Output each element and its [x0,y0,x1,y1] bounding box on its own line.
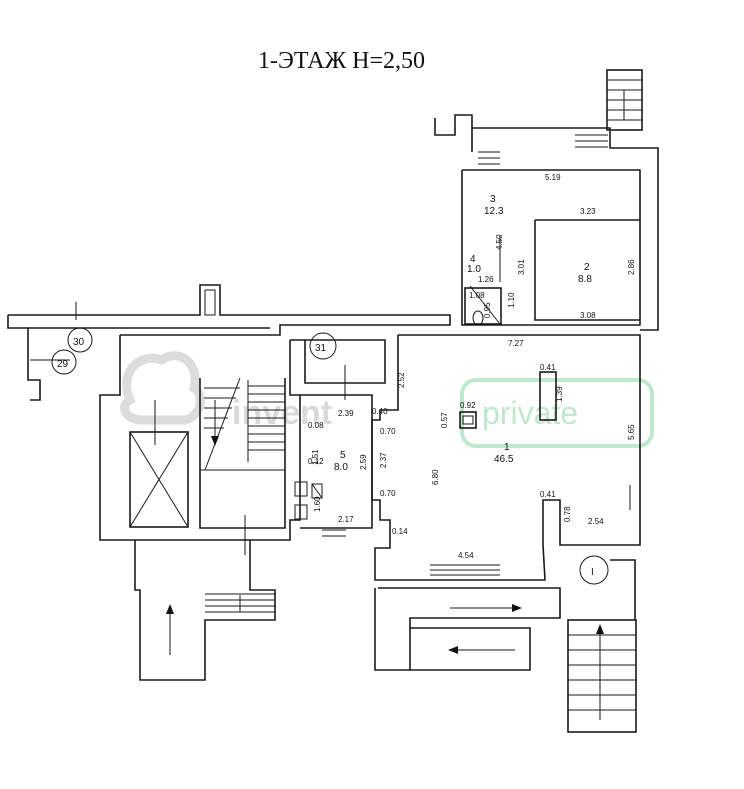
dim-057: 0.57 [440,412,449,428]
marker-30: 30 [67,327,93,353]
column-092 [459,411,477,429]
dim-727: 7.27 [508,339,524,348]
bottom-ramps [374,559,637,733]
svg-text:1: 1 [504,442,510,453]
marker-29: 29 [51,349,77,375]
room-5-walls [290,339,386,537]
dim-160: 1.60 [313,496,322,512]
marker-31: 31 [309,332,337,360]
dimension-labels: 5.19 3.23 4.50 3.01 2.86 3.08 1.08 1.26 … [308,173,636,560]
column-139 [539,371,557,421]
stair-left [204,377,285,471]
svg-text:I: I [591,567,594,578]
elevator-shaft [129,431,189,528]
svg-text:2: 2 [584,262,590,273]
dim-323: 3.23 [580,207,596,216]
room-label-4: 4 1.0 [467,254,481,275]
dim-095: 0.95 [483,302,492,318]
dim-286: 2.86 [627,259,636,275]
dim-308: 3.08 [580,311,596,320]
dim-041b: 0.41 [540,490,556,499]
dim-070a: 0.70 [380,427,396,436]
lower-left-entrance [134,540,276,681]
room-label-1: 1 46.5 [494,442,514,465]
dim-239: 2.39 [338,409,354,418]
dim-126: 1.26 [478,275,494,284]
dim-259: 2.59 [359,454,368,470]
plan-title: 1-ЭТАЖ H=2,50 [258,48,425,74]
dim-078: 0.78 [563,506,572,522]
svg-text:46.5: 46.5 [494,454,514,465]
dim-565: 5.65 [627,424,636,440]
stair-bottom-right [567,619,637,733]
svg-text:5: 5 [340,450,346,461]
svg-text:1.0: 1.0 [467,264,481,275]
dim-217: 2.17 [338,515,354,524]
dim-092: 0.92 [460,401,476,410]
dim-254: 2.54 [588,517,604,526]
watermark-badge-frame [460,378,654,448]
dim-252: 2.52 [397,372,406,388]
dim-110: 1.10 [507,292,516,308]
dim-014: 0.14 [392,527,408,536]
dim-237: 2.37 [379,452,388,468]
svg-text:31: 31 [315,343,327,354]
room-label-2: 2 8.8 [578,262,592,285]
dim-041a: 0.41 [540,363,556,372]
room-4-wc [464,287,502,325]
dim-450: 4.50 [495,234,504,250]
main-hall-walls [371,334,641,581]
left-section-walls [7,284,451,555]
svg-text:30: 30 [73,337,85,348]
svg-text:8.8: 8.8 [578,274,592,285]
watermark-logo-icon [120,351,205,425]
svg-text:8.0: 8.0 [334,462,348,473]
svg-text:3: 3 [490,194,496,205]
watermark: invent private [120,351,654,448]
dim-008: 0.08 [308,421,324,430]
room-label-3: 3 12.3 [484,194,504,217]
dim-151: 1.51 [311,449,320,465]
marker-i: I [579,555,609,585]
room-label-5: 5 8.0 [334,450,348,473]
svg-text:12.3: 12.3 [484,206,504,217]
svg-text:4: 4 [470,254,476,265]
upper-right-walls [434,69,659,331]
dim-680: 6.80 [431,469,440,485]
dim-108: 1.08 [469,291,485,300]
dim-519: 5.19 [545,173,561,182]
dim-139: 1.39 [555,386,564,402]
dim-070b: 0.70 [380,489,396,498]
dim-454: 4.54 [458,551,474,560]
watermark-badge: private [482,395,578,431]
dim-012: 0.12 [308,457,324,466]
dim-040: 0.40 [372,407,388,416]
svg-text:29: 29 [57,359,69,370]
dim-301: 3.01 [517,259,526,275]
